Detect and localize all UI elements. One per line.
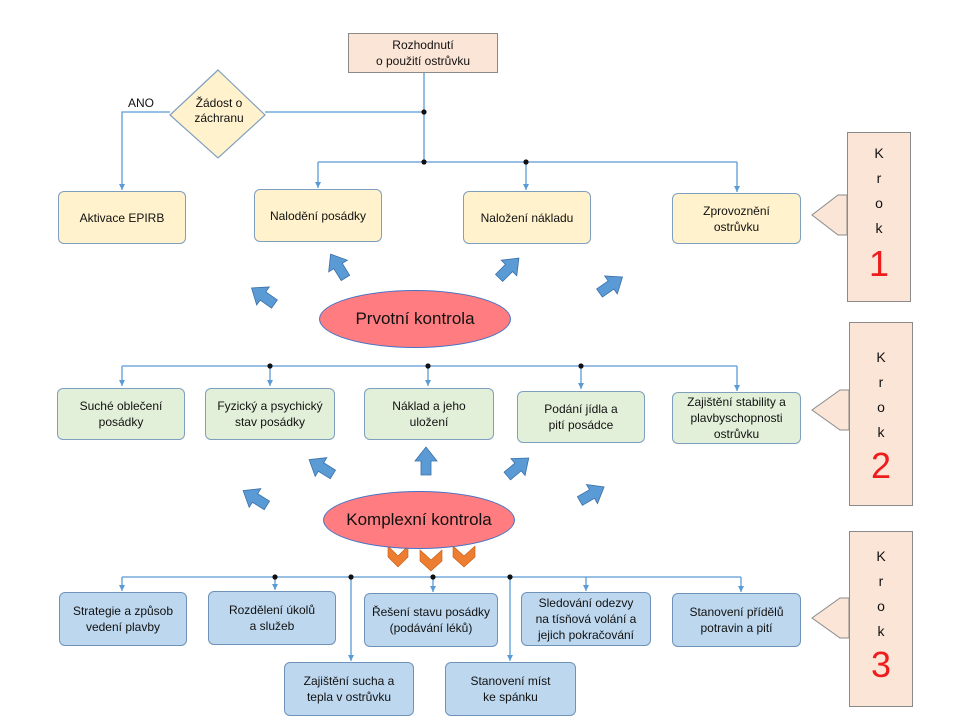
step3-box-rations: Stanovení přídělů potravin a pití bbox=[672, 593, 801, 647]
block-arrow-icon bbox=[251, 286, 278, 309]
block-arrow-icon bbox=[308, 457, 337, 480]
block-arrow-icon bbox=[576, 483, 605, 506]
block-arrow-icon bbox=[242, 488, 271, 511]
block-arrow-icon bbox=[494, 257, 520, 283]
decision-diamond bbox=[169, 69, 266, 159]
junction-dot bbox=[348, 574, 354, 580]
step1-box-boarding: Nalodění posádky bbox=[254, 189, 382, 242]
step-pointer-arrow bbox=[811, 194, 848, 236]
step-panel-2: K r o k 2 bbox=[849, 322, 913, 506]
block-arrow-icon bbox=[414, 446, 438, 476]
chevron-down-icon bbox=[419, 549, 443, 572]
block-arrow-icon bbox=[328, 253, 351, 282]
chevron-down-icon bbox=[452, 545, 476, 568]
junction-dot bbox=[425, 363, 431, 369]
step-label: K r o k bbox=[876, 548, 886, 639]
step1-box-loading: Naložení nákladu bbox=[463, 191, 591, 244]
step1-box-startup: Zprovoznění ostrůvku bbox=[672, 193, 801, 244]
chevron-down-icon bbox=[387, 545, 409, 568]
connector bbox=[119, 111, 170, 190]
junction-dot bbox=[523, 159, 529, 165]
junction-dot bbox=[421, 159, 427, 165]
junction-dot bbox=[430, 574, 436, 580]
step2-box-cargo: Náklad a jeho uložení bbox=[364, 388, 494, 440]
step3-box-crew-treatment: Řešení stavu posádky (podávání léků) bbox=[364, 593, 498, 647]
block-arrow-icon bbox=[503, 457, 530, 481]
decision-start-box: Rozhodnutí o použití ostrůvku bbox=[348, 33, 498, 73]
junction-dot bbox=[421, 109, 427, 115]
step-pointer-arrow bbox=[811, 389, 850, 431]
complex-check-oval: Komplexní kontrola bbox=[323, 491, 515, 549]
decision-label: Žádost o záchranu bbox=[194, 96, 244, 125]
step-panel-3: K r o k 3 bbox=[849, 531, 913, 707]
step-number: 3 bbox=[870, 644, 892, 685]
step3-box-dryness: Zajištění sucha a tepla v ostrůvku bbox=[284, 662, 414, 716]
primary-check-oval: Prvotní kontrola bbox=[319, 290, 511, 348]
step3-box-strategy: Strategie a způsob vedení plavby bbox=[59, 592, 187, 646]
step2-box-stability: Zajištění stability a plavbyschopnosti o… bbox=[672, 392, 801, 444]
step-number: 1 bbox=[868, 243, 890, 284]
step-label: K r o k bbox=[874, 145, 884, 236]
step3-box-duties: Rozdělení úkolů a služeb bbox=[208, 591, 336, 645]
junction-dot bbox=[272, 574, 278, 580]
step-panel-1: K r o k 1 bbox=[847, 132, 911, 302]
step1-box-epirb: Aktivace EPIRB bbox=[58, 191, 186, 244]
step3-box-distress-calls: Sledování odezvy na tísňová volání a jej… bbox=[521, 592, 651, 646]
junction-dot bbox=[267, 363, 273, 369]
step-label: K r o k bbox=[876, 349, 886, 440]
yes-label: ANO bbox=[128, 96, 155, 110]
step-number: 2 bbox=[870, 445, 892, 486]
junction-dot bbox=[578, 363, 584, 369]
step3-box-sleeping: Stanovení míst ke spánku bbox=[445, 662, 576, 716]
junction-dot bbox=[507, 574, 513, 580]
step2-box-food: Podání jídla a pití posádce bbox=[517, 391, 645, 443]
step-pointer-arrow bbox=[811, 597, 850, 639]
block-arrow-icon bbox=[596, 275, 623, 298]
step2-box-clothing: Suché oblečení posádky bbox=[57, 388, 185, 440]
step2-box-crew-condition: Fyzický a psychický stav posádky bbox=[205, 388, 335, 440]
